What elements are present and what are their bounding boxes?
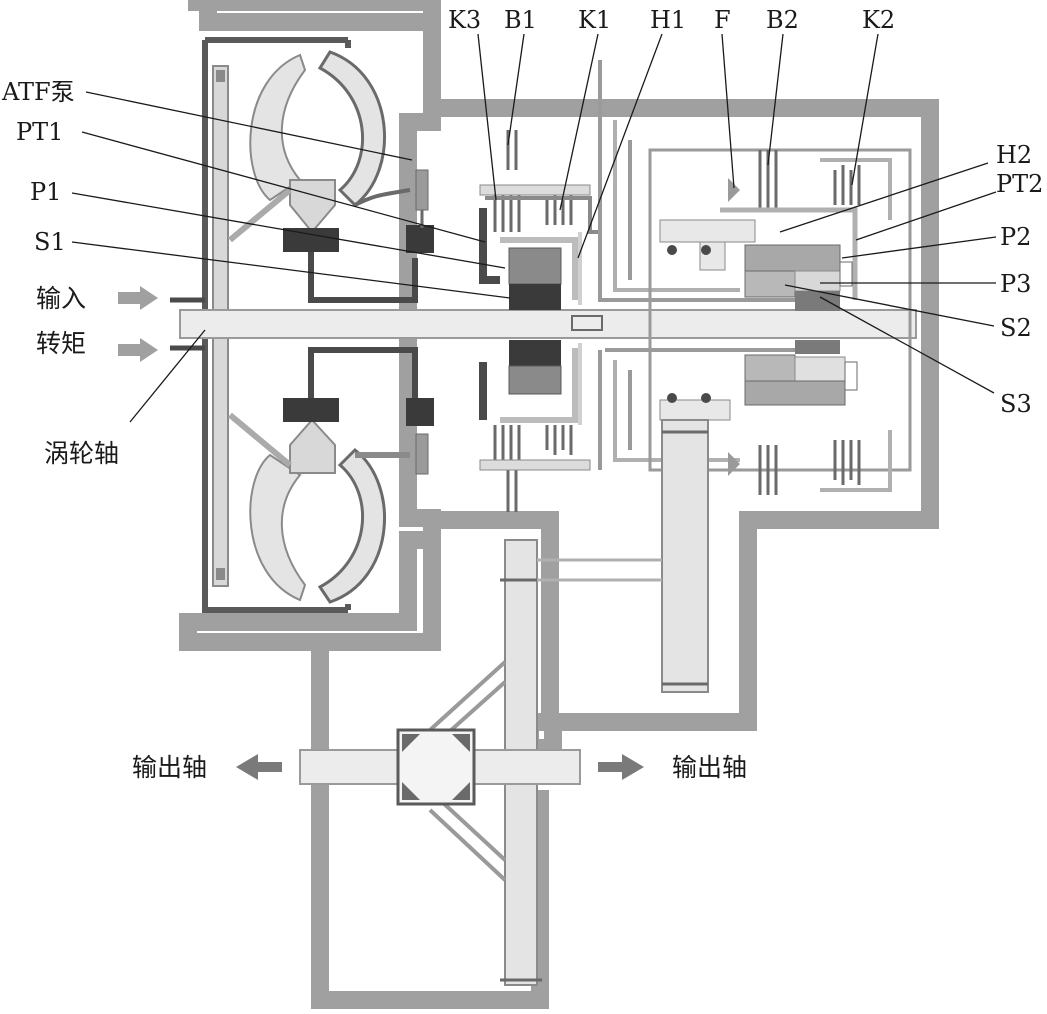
label-b2: B2	[766, 6, 799, 34]
label-h1: H1	[650, 6, 686, 34]
label-pt1: PT1	[16, 118, 63, 146]
output-arrow-left	[236, 754, 282, 780]
input-arrow-upper	[118, 286, 158, 310]
label-h2: H2	[996, 141, 1032, 169]
label-pt2: PT2	[996, 170, 1043, 198]
label-k2: K2	[862, 6, 895, 34]
output-arrow-right	[598, 754, 644, 780]
label-p2: P2	[1000, 223, 1031, 251]
output-arrows	[236, 754, 644, 780]
label-f: F	[714, 6, 731, 34]
label-s1: S1	[34, 228, 66, 256]
label-output-shaft-left: 输出轴	[132, 753, 207, 782]
turbine-shaft	[170, 297, 917, 351]
gear-sets	[479, 60, 912, 512]
label-s3: S3	[1000, 390, 1032, 418]
label-input-torque-1: 输入	[36, 284, 86, 313]
leader-lines	[71, 33, 997, 423]
label-output-shaft-right: 输出轴	[672, 753, 747, 782]
label-input-torque-2: 转矩	[36, 329, 86, 358]
label-s2: S2	[1000, 314, 1032, 342]
label-k1: K1	[578, 6, 611, 34]
final-drive	[299, 419, 709, 986]
label-p3: P3	[1000, 270, 1031, 298]
input-arrows	[118, 286, 158, 362]
label-b1: B1	[504, 6, 537, 34]
label-atf-pump: ATF泵	[1, 78, 75, 106]
labels: ATF泵 PT1 P1 S1 输入 转矩 涡轮轴 K3 B1 K1 H1 F B…	[1, 6, 1043, 782]
torque-converter	[202, 37, 434, 613]
input-arrow-lower	[118, 338, 158, 362]
label-p1: P1	[30, 178, 61, 206]
label-k3: K3	[448, 6, 481, 34]
transmission-housing	[179, 0, 939, 1009]
label-turbine-shaft: 涡轮轴	[44, 439, 119, 468]
